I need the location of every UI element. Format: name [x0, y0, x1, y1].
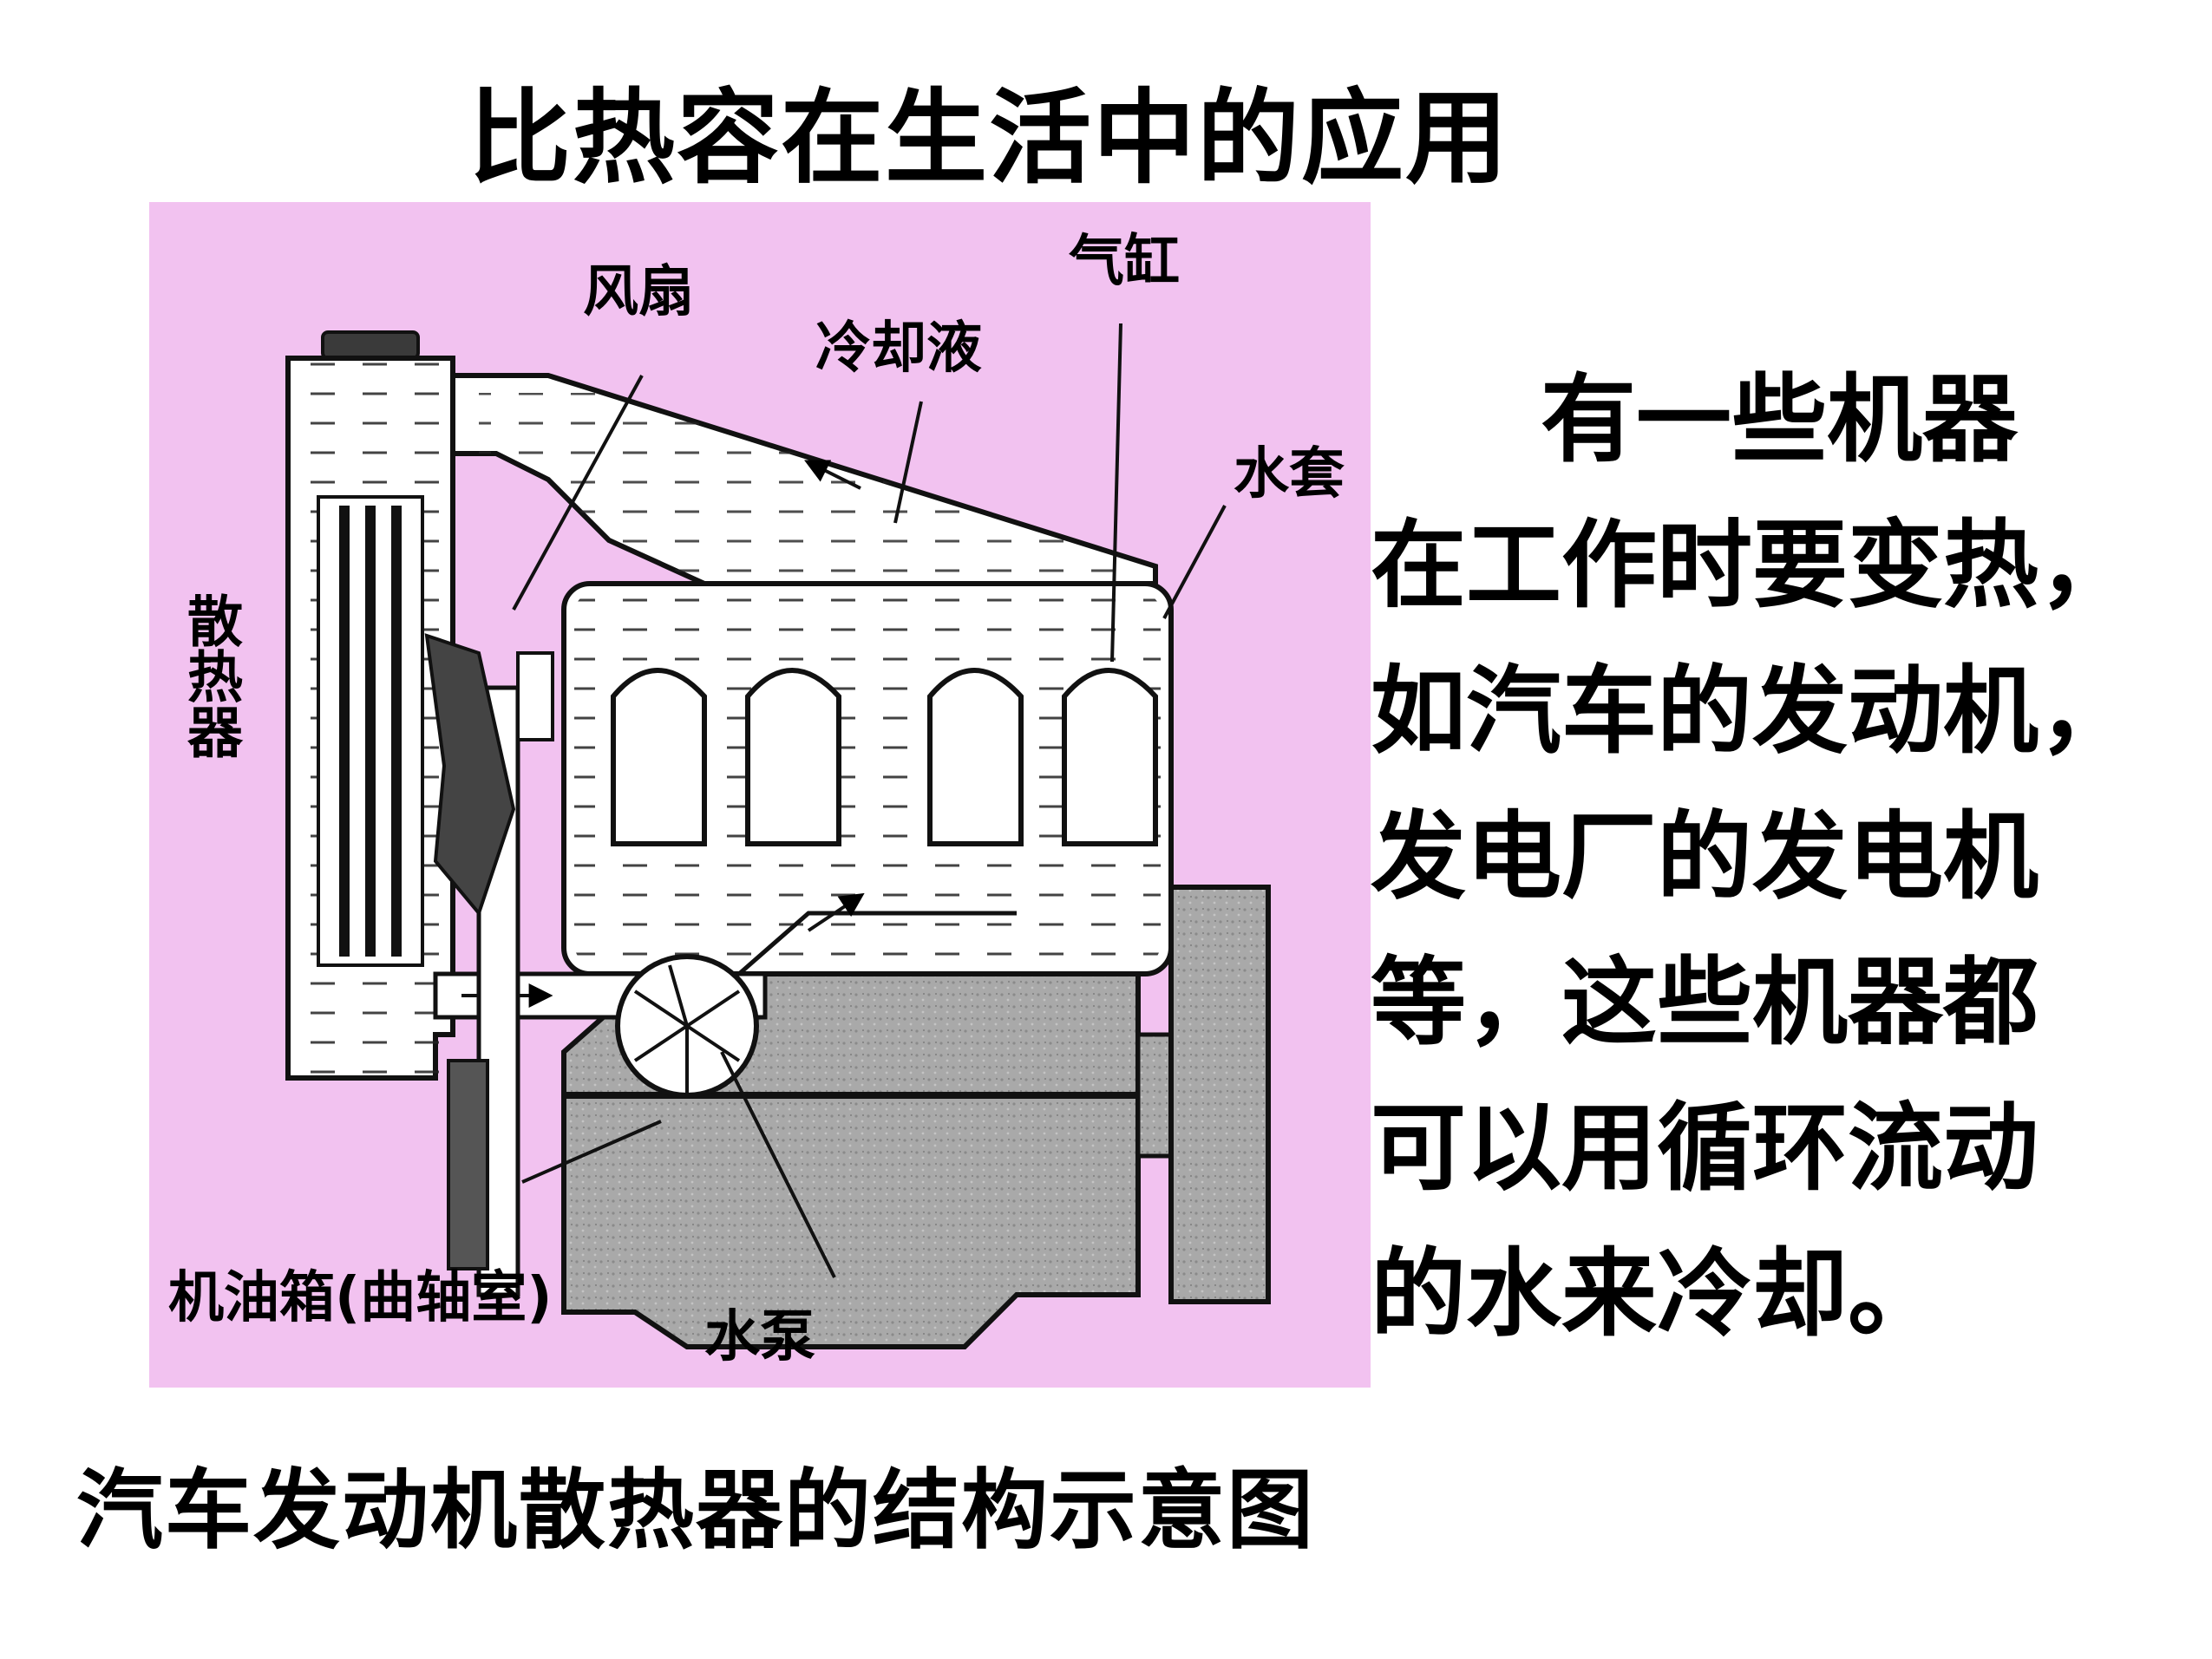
text-line: 有一些机器 [1541, 363, 2018, 475]
label-cylinder: 气缸 [1069, 230, 1180, 294]
text-line: 发电厂的发电机 [1371, 800, 2039, 912]
label-oil-pan: 机油箱(曲轴室) [168, 1266, 553, 1330]
label-radiator: 散热器 [178, 592, 243, 759]
cylinder [1062, 668, 1158, 846]
flywheel [1168, 885, 1271, 1304]
label-water-jacket: 水套 [1234, 442, 1345, 506]
text-line: 等，这些机器都 [1371, 946, 2039, 1058]
text-line: 的水来冷却。 [1371, 1238, 1943, 1349]
flywheel-shaft [1135, 1032, 1175, 1159]
cylinders [611, 668, 1158, 846]
engine-cooling-diagram: 风扇 气缸 冷却液 水套 机油箱(曲轴室) 水泵 散热器 [149, 202, 1371, 1388]
text-line: 可以用循环流动 [1371, 1092, 2039, 1204]
cylinder [745, 668, 841, 846]
slide-title: 比热容在生活中的应用 [468, 77, 1510, 198]
label-fan: 风扇 [583, 260, 694, 324]
radiator-cap [321, 330, 420, 360]
label-coolant: 冷却液 [815, 317, 982, 381]
cylinder [927, 668, 1024, 846]
fan [424, 633, 516, 918]
label-water-pump: 水泵 [704, 1305, 815, 1369]
text-line: 如汽车的发动机， [1371, 655, 2134, 767]
text-line: 在工作时要变热， [1371, 509, 2134, 621]
cylinder [611, 668, 707, 846]
oil-pan [561, 1093, 1141, 1349]
diagram-caption: 汽车发动机散热器的结构示意图 [76, 1459, 1315, 1561]
explanation-text: 有一些机器 在工作时要变热， 如汽车的发动机， 发电厂的发电机 等，这些机器都 … [1371, 347, 2203, 1367]
